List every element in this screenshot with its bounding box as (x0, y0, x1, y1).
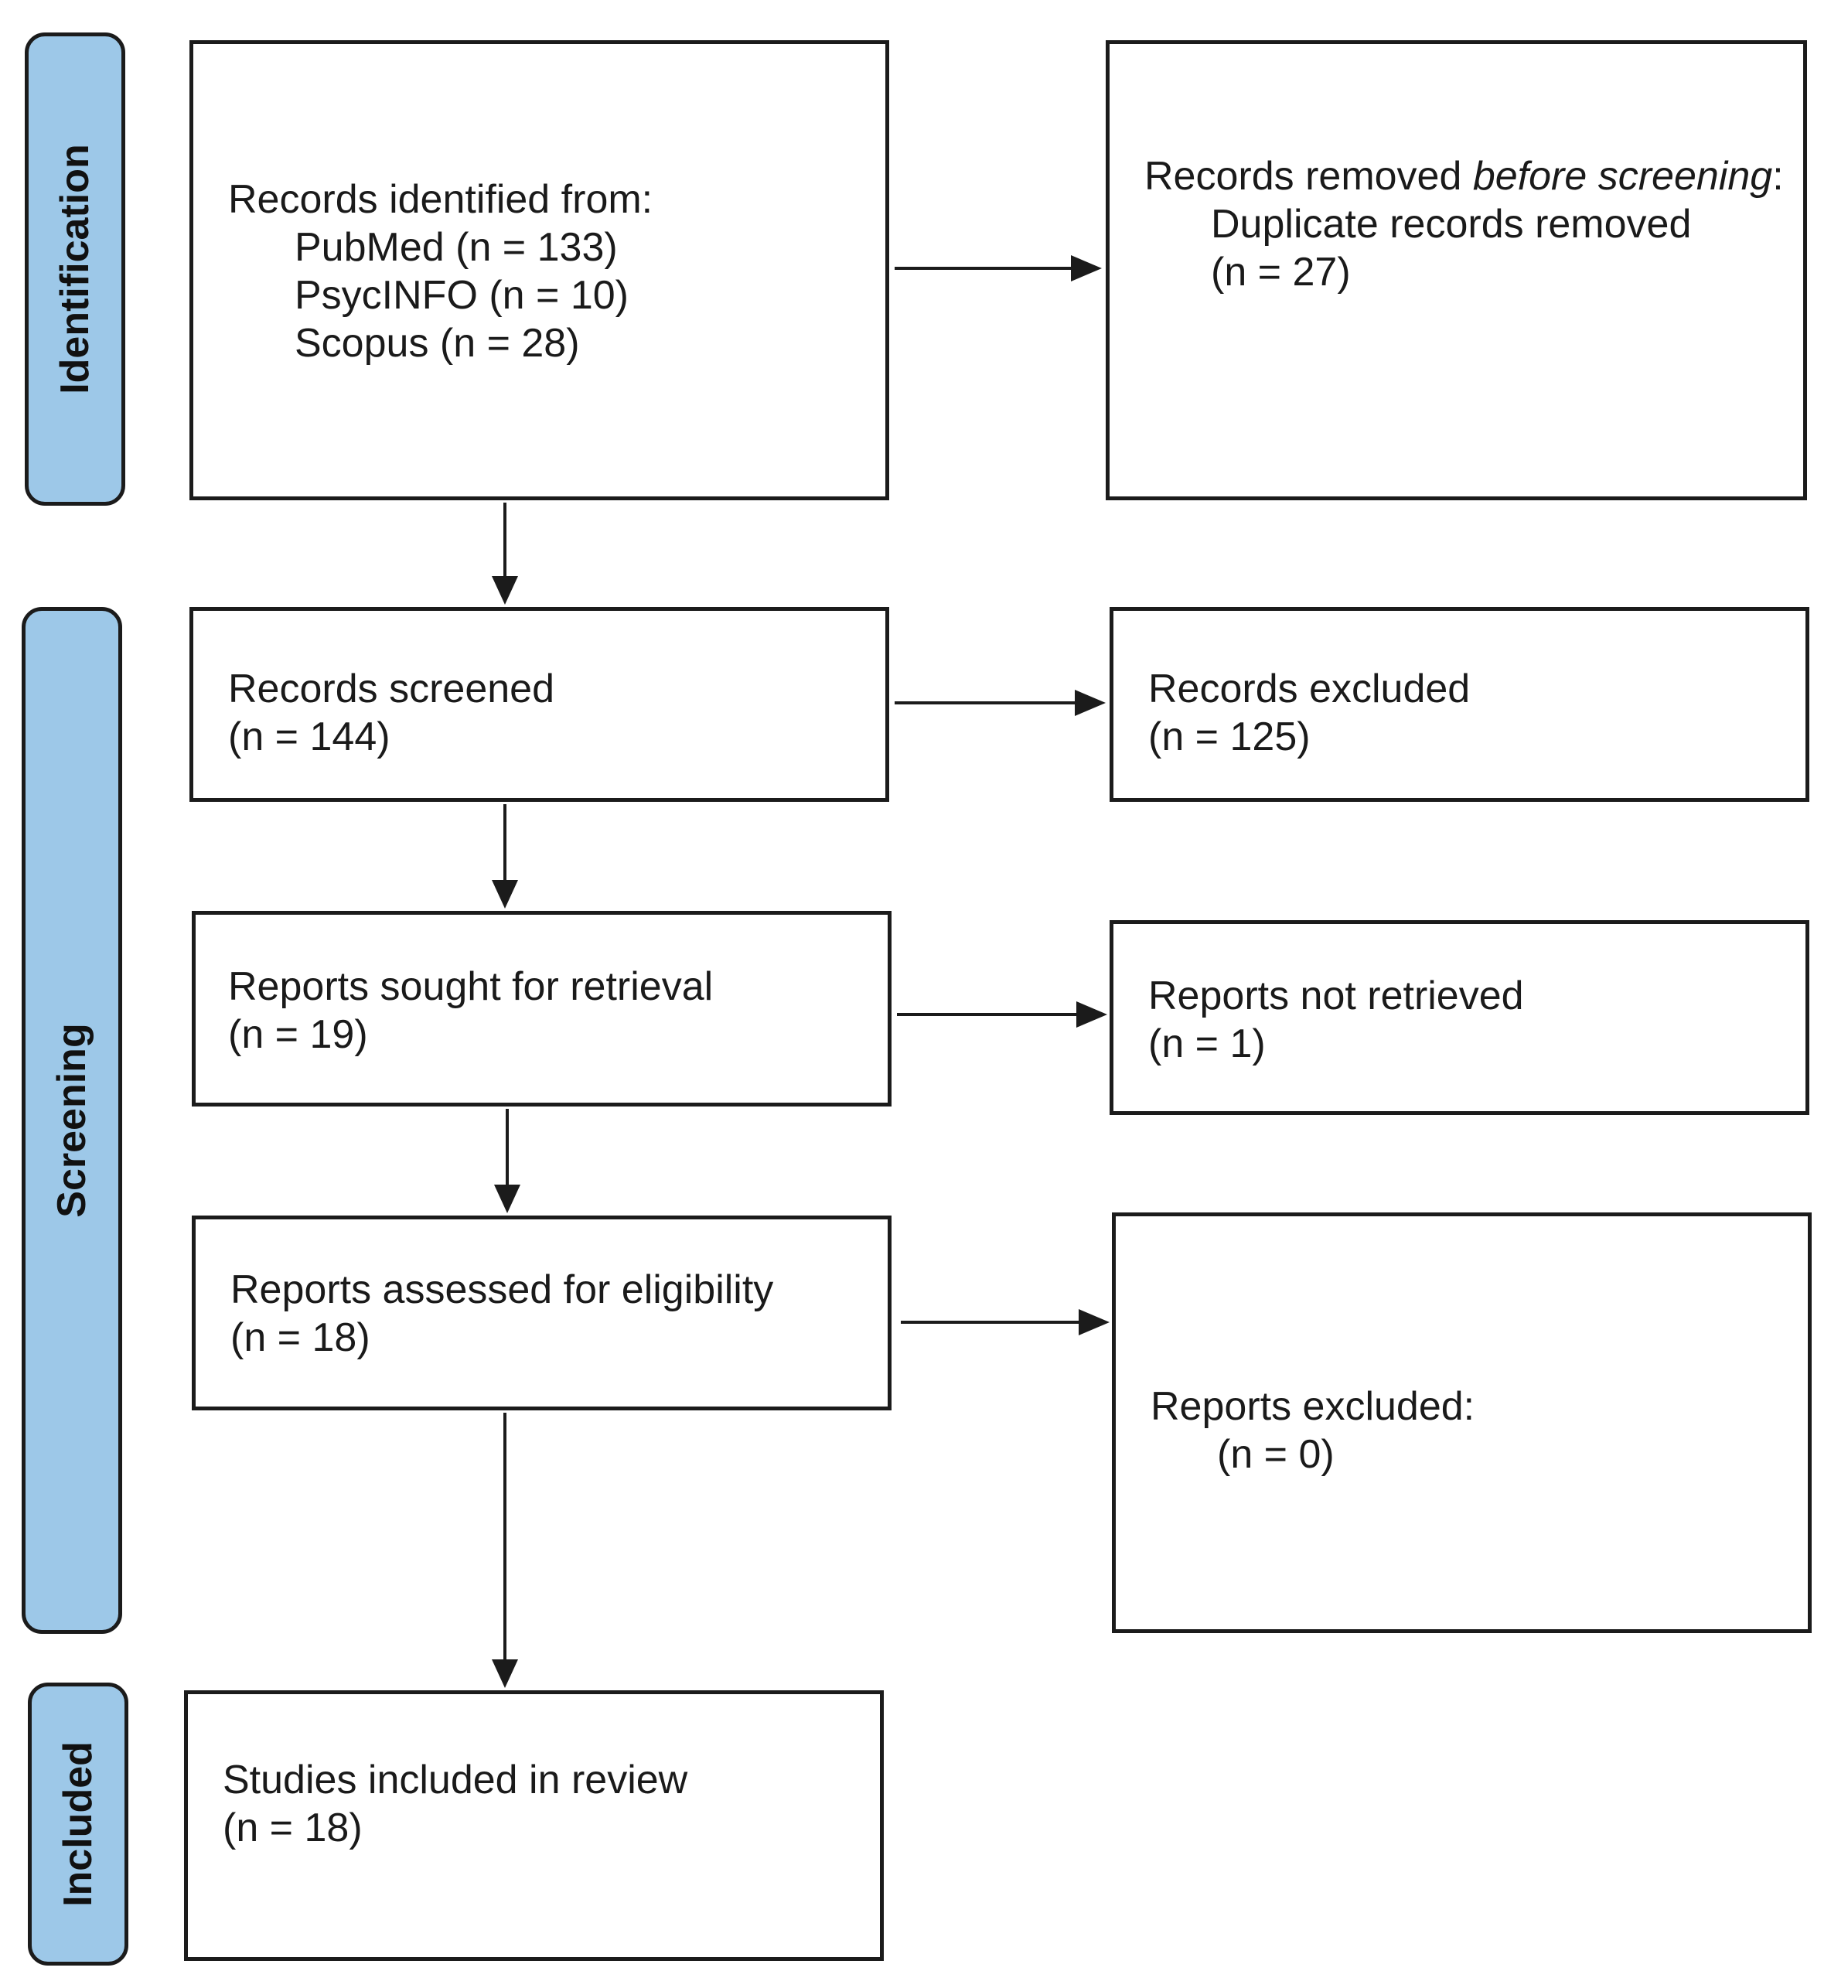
studies-included-box: Studies included in review (n = 18) (184, 1690, 884, 1961)
studies-included-title: Studies included in review (223, 1758, 688, 1802)
phase-screening: Screening (22, 607, 122, 1634)
records-screened-box: Records screened (n = 144) (189, 607, 889, 802)
records-screened-count: (n = 144) (228, 714, 390, 759)
duplicate-records-label: Duplicate records removed (1211, 202, 1692, 247)
phase-identification-label: Identification (53, 144, 97, 394)
arrowhead-assessed-to-included (492, 1659, 518, 1688)
reports-sought-count: (n = 19) (228, 1012, 368, 1057)
arrowhead-screened-to-sought (492, 880, 518, 909)
records-identified-title: Records identified from: (228, 177, 653, 222)
source-scopus: Scopus (n = 28) (295, 321, 580, 366)
source-pubmed: PubMed (n = 133) (295, 225, 618, 270)
arrowhead-sought-to-not-retrieved (1076, 1001, 1107, 1028)
reports-excluded-box: Reports excluded: (n = 0) (1112, 1212, 1812, 1633)
phase-included-label: Included (56, 1741, 101, 1907)
records-identified-box: Records identified from: PubMed (n = 133… (189, 40, 889, 500)
studies-included-count: (n = 18) (223, 1806, 363, 1850)
records-removed-box: Records removed before screening: Duplic… (1106, 40, 1807, 500)
arrowhead-screened-to-excluded (1075, 690, 1106, 716)
records-excluded-box: Records excluded (n = 125) (1110, 607, 1809, 802)
phase-screening-label: Screening (49, 1023, 94, 1218)
records-removed-title: Records removed before screening: (1144, 154, 1784, 199)
reports-excluded-title: Reports excluded: (1151, 1384, 1475, 1429)
reports-sought-box: Reports sought for retrieval (n = 19) (192, 911, 892, 1107)
phase-identification: Identification (25, 32, 125, 506)
reports-sought-title: Reports sought for retrieval (228, 964, 714, 1009)
duplicate-records-count: (n = 27) (1211, 250, 1351, 295)
reports-not-retrieved-count: (n = 1) (1148, 1021, 1266, 1066)
reports-assessed-count: (n = 18) (230, 1315, 370, 1360)
reports-assessed-title: Reports assessed for eligibility (230, 1267, 774, 1312)
arrowhead-identified-to-removed (1071, 255, 1102, 281)
reports-excluded-count: (n = 0) (1217, 1432, 1335, 1477)
source-psycinfo: PsycINFO (n = 10) (295, 273, 629, 318)
arrowhead-sought-to-assessed (494, 1185, 520, 1213)
reports-not-retrieved-box: Reports not retrieved (n = 1) (1110, 920, 1809, 1115)
records-excluded-title: Records excluded (1148, 667, 1471, 711)
arrowhead-identified-to-screened (492, 576, 518, 605)
records-screened-title: Records screened (228, 667, 554, 711)
phase-included: Included (28, 1683, 128, 1966)
arrowhead-assessed-to-reports-excluded (1079, 1309, 1110, 1335)
reports-assessed-box: Reports assessed for eligibility (n = 18… (192, 1216, 892, 1410)
reports-not-retrieved-title: Reports not retrieved (1148, 974, 1524, 1018)
records-excluded-count: (n = 125) (1148, 714, 1311, 759)
